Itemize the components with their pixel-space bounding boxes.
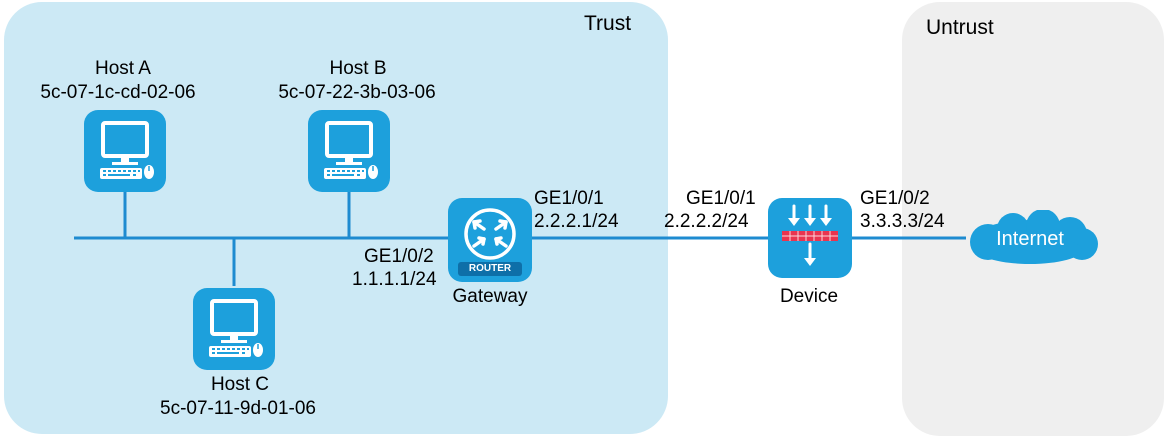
gateway-port-left-iface: GE1/0/2 [364, 246, 434, 267]
host-a-name: Host A [95, 58, 151, 79]
host-b-mac: 5c-07-22-3b-03-06 [278, 82, 436, 103]
internet-label: Internet [996, 228, 1064, 250]
trust-zone [4, 2, 668, 434]
cloud-icon[interactable] [958, 209, 1104, 271]
router-icon[interactable]: ROUTER [448, 198, 532, 287]
host-a-mac: 5c-07-1c-cd-02-06 [40, 82, 196, 103]
gateway-port-right-ip: 2.2.2.1/24 [534, 211, 619, 232]
device-port-right-iface: GE1/0/2 [860, 188, 930, 209]
firewall-icon[interactable] [768, 198, 852, 283]
computer-icon[interactable] [308, 110, 390, 197]
device-port-right-ip: 3.3.3.3/24 [860, 211, 945, 232]
untrust-zone-label: Untrust [926, 16, 994, 39]
device-port-left-ip: 2.2.2.2/24 [664, 211, 749, 232]
trust-zone-label: Trust [584, 12, 632, 35]
device-name: Device [779, 286, 839, 307]
router-badge: ROUTER [468, 263, 512, 274]
computer-icon[interactable] [84, 110, 166, 197]
computer-icon[interactable] [193, 288, 275, 375]
gateway-port-left-ip: 1.1.1.1/24 [352, 269, 437, 290]
device-port-left-iface: GE1/0/1 [686, 188, 756, 209]
host-c-name: Host C [210, 374, 270, 395]
gateway-name: Gateway [452, 286, 528, 307]
host-c-mac: 5c-07-11-9d-01-06 [160, 398, 316, 419]
host-b-name: Host B [329, 58, 387, 79]
gateway-port-right-iface: GE1/0/1 [534, 188, 604, 209]
